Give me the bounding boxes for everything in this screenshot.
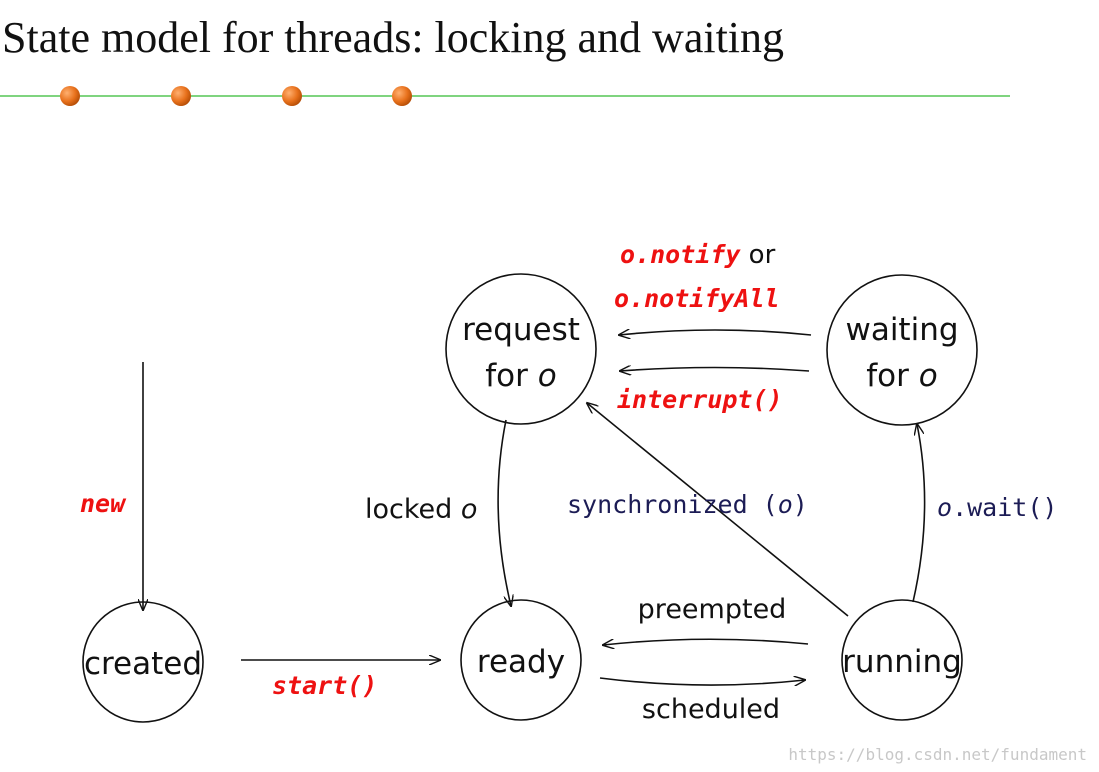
title-bullet (60, 86, 80, 106)
slide-title: State model for threads: locking and wai… (2, 13, 785, 62)
watermark: https://blog.csdn.net/fundament (788, 745, 1087, 764)
edge-scheduled (599, 678, 805, 685)
label-scheduled: scheduled (642, 694, 780, 725)
label-notify: o.notify or (620, 240, 776, 270)
label-interrupt: interrupt() (617, 385, 783, 414)
title-bullet (171, 86, 191, 106)
node-ready-label: ready (477, 644, 565, 680)
edge-locked (497, 419, 511, 606)
node-waiting-label-2: for o (866, 358, 937, 394)
title-bullet (392, 86, 412, 106)
node-request-label-2: for o (485, 358, 556, 394)
label-wait: o.wait() (937, 493, 1057, 522)
label-locked-o: locked o (365, 494, 477, 525)
label-start: start() (272, 671, 377, 700)
edge-wait (912, 424, 926, 603)
node-running (841, 599, 963, 721)
title-bullet (282, 86, 302, 106)
label-notify-all: o.notifyAll (614, 284, 780, 313)
node-request-for-o (445, 273, 597, 425)
edge-interrupt (620, 368, 810, 372)
edge-notify (619, 330, 812, 335)
label-preempted: preempted (638, 594, 787, 625)
edge-preempted (603, 638, 809, 645)
label-synchronized: synchronized (o) (567, 490, 808, 519)
node-ready (460, 599, 582, 721)
node-waiting-for-o (826, 274, 978, 426)
node-created-label: created (84, 646, 202, 682)
node-running-label: running (842, 644, 962, 680)
node-waiting-label: waiting (845, 312, 958, 348)
label-new: new (80, 489, 127, 518)
node-request-label: request (462, 312, 580, 348)
edge-synchronized (587, 403, 849, 617)
